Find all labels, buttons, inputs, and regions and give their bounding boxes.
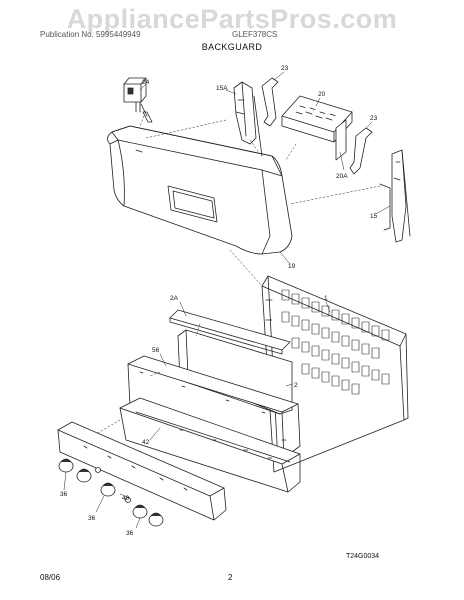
- callout-23-upper: 23: [281, 65, 289, 72]
- callout-36-middle: 36: [88, 515, 96, 522]
- callout-15a: 15A: [216, 85, 228, 92]
- callout-20a: 20A: [336, 173, 348, 180]
- watermark-text: AppliancePartsPros.com: [66, 4, 398, 34]
- part-19-backguard-panel: [107, 125, 293, 255]
- publication-number: Publication No. 5995449949: [40, 30, 141, 39]
- callout-1: 1: [324, 295, 328, 302]
- callout-15: 15: [370, 213, 378, 220]
- callout-36-right: 36: [126, 530, 134, 537]
- part-40-control-face: [57, 421, 227, 521]
- leader-lines: [95, 115, 381, 435]
- part-23-trim-left: [261, 77, 279, 127]
- callout-56: 56: [152, 347, 160, 354]
- callout-36-left: 36: [60, 491, 68, 498]
- part-15-right-bracket: [379, 149, 411, 243]
- callout-24: 24: [142, 79, 150, 86]
- part-24-switch: [123, 77, 153, 123]
- part-42-manifold-panel: [119, 397, 301, 493]
- callout-20: 20: [318, 91, 326, 98]
- figure-code: T24G0034: [346, 553, 380, 560]
- callout-2a: 2A: [170, 295, 179, 302]
- page-number: 2: [228, 573, 233, 582]
- section-title: BACKGUARD: [201, 42, 263, 52]
- part-2a-upper-channel: [169, 309, 291, 355]
- callout-19: 19: [288, 263, 296, 270]
- callout-numbers: 24 23 15A 20 23 20A 15 19 2A 1 56 2 42 3…: [60, 65, 378, 537]
- callout-42: 42: [142, 439, 150, 446]
- callout-23-lower: 23: [370, 115, 378, 122]
- part-36-knobs: [58, 458, 164, 527]
- callout-2: 2: [294, 382, 298, 389]
- part-20-control-board: [281, 95, 353, 161]
- callout-leaders: [63, 71, 391, 529]
- part-15a-left-bracket: [233, 81, 263, 157]
- page-header: AppliancePartsPros.com Publication No. 5…: [0, 0, 464, 52]
- callout-40: 40: [122, 495, 130, 502]
- footer-date: 08/06: [40, 573, 61, 582]
- model-number: GLEF378CS: [232, 30, 278, 39]
- part-23-trim-right: [349, 127, 373, 175]
